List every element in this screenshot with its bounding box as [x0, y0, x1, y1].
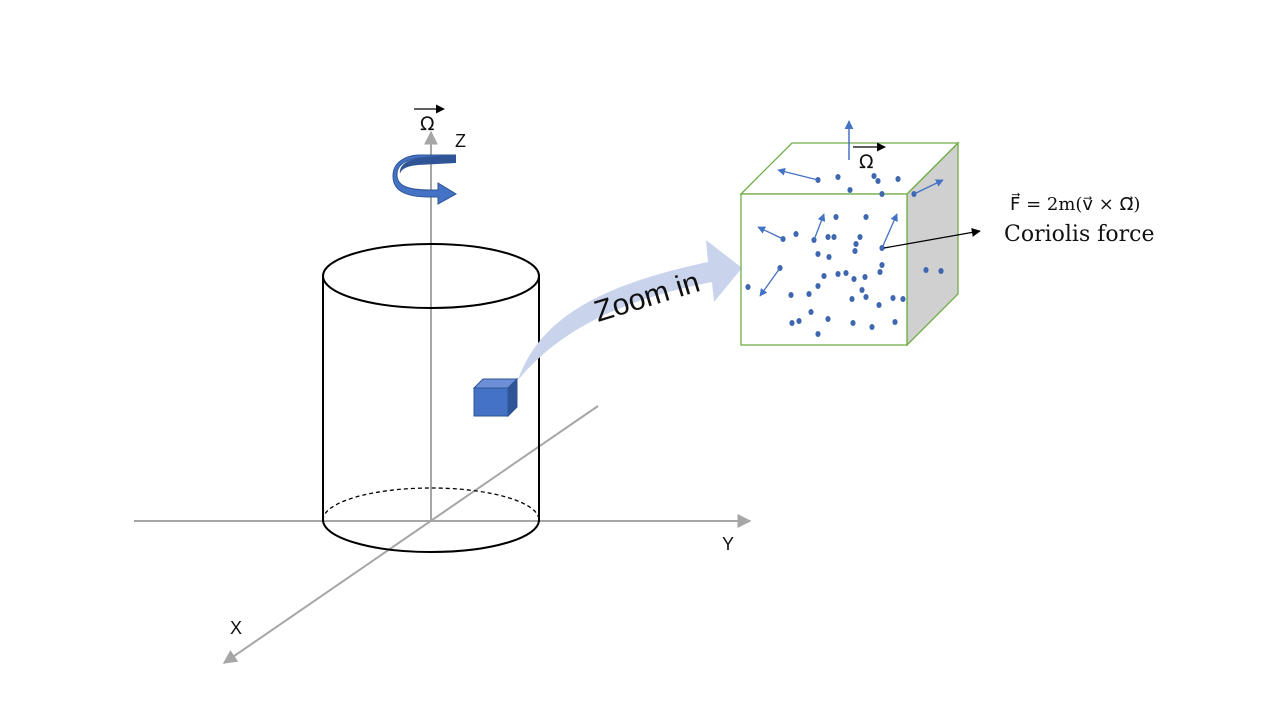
velocity-arrow: [881, 213, 898, 249]
particle: [826, 254, 832, 260]
particle: [843, 270, 849, 276]
y-axis-label: Y: [722, 534, 734, 554]
particle: [825, 316, 831, 322]
particle: [825, 234, 831, 240]
x-axis: [222, 405, 599, 664]
particle: [835, 271, 841, 277]
particle: [879, 262, 885, 268]
particle: [876, 302, 882, 308]
particle: [793, 231, 799, 237]
particle: [851, 276, 857, 282]
particle: [875, 178, 881, 184]
particles: [745, 173, 944, 337]
velocity-arrow: [757, 226, 784, 240]
particle: [815, 331, 821, 337]
particle: [852, 248, 858, 254]
particle: [895, 176, 901, 182]
particle: [835, 174, 841, 180]
particle: [853, 241, 859, 247]
large-cube: [739, 141, 960, 347]
particle: [815, 283, 821, 289]
particle: [900, 296, 906, 302]
cube-omega-symbol: Ω: [859, 151, 874, 173]
particle: [745, 284, 751, 290]
particle: [857, 234, 863, 240]
particle: [923, 267, 929, 273]
particle: [849, 296, 855, 302]
rotation-omega: Ω: [414, 104, 445, 135]
small-cube-front: [473, 387, 509, 417]
particle: [831, 234, 837, 240]
particle: [815, 251, 821, 257]
zoom-label: Zoom in: [590, 265, 703, 328]
particle: [859, 287, 865, 293]
particle: [869, 324, 875, 330]
zoom-arrow-icon: [518, 240, 742, 380]
particle: [796, 318, 802, 324]
velocity-arrows: [757, 167, 944, 297]
rotation-arrow-icon: [392, 154, 457, 205]
cube-omega: Ω: [853, 142, 886, 173]
particle: [892, 319, 898, 325]
particle: [879, 191, 885, 197]
particle: [890, 295, 896, 301]
particle: [863, 214, 869, 220]
particle: [806, 291, 812, 297]
particle: [821, 273, 827, 279]
force-formula: F⃗ = 2m(v⃗ × Ω⃗): [1010, 193, 1140, 215]
particle: [833, 214, 839, 220]
particle: [862, 274, 868, 280]
cylinder: [322, 243, 540, 553]
particle: [847, 187, 853, 193]
velocity-arrow: [913, 179, 944, 195]
particle: [938, 268, 944, 274]
particle: [789, 320, 795, 326]
x-axis-label: X: [230, 618, 242, 638]
coriolis-force-label: Coriolis force: [1004, 222, 1154, 247]
axes: [134, 130, 752, 664]
large-cube-front: [740, 193, 908, 346]
particle: [788, 292, 794, 298]
particle: [850, 320, 856, 326]
force-pointer-arrow: [883, 227, 981, 249]
small-cube: [472, 377, 519, 418]
particle: [877, 269, 883, 275]
particle: [871, 173, 877, 179]
velocity-arrow: [759, 267, 781, 297]
particle: [808, 309, 814, 315]
cylinder-bottom-front: [322, 519, 540, 553]
velocity-arrow: [813, 213, 826, 241]
z-axis-label: Z: [455, 131, 466, 151]
velocity-arrow: [777, 167, 819, 181]
omega-symbol: Ω: [420, 113, 435, 135]
particle: [863, 294, 869, 300]
